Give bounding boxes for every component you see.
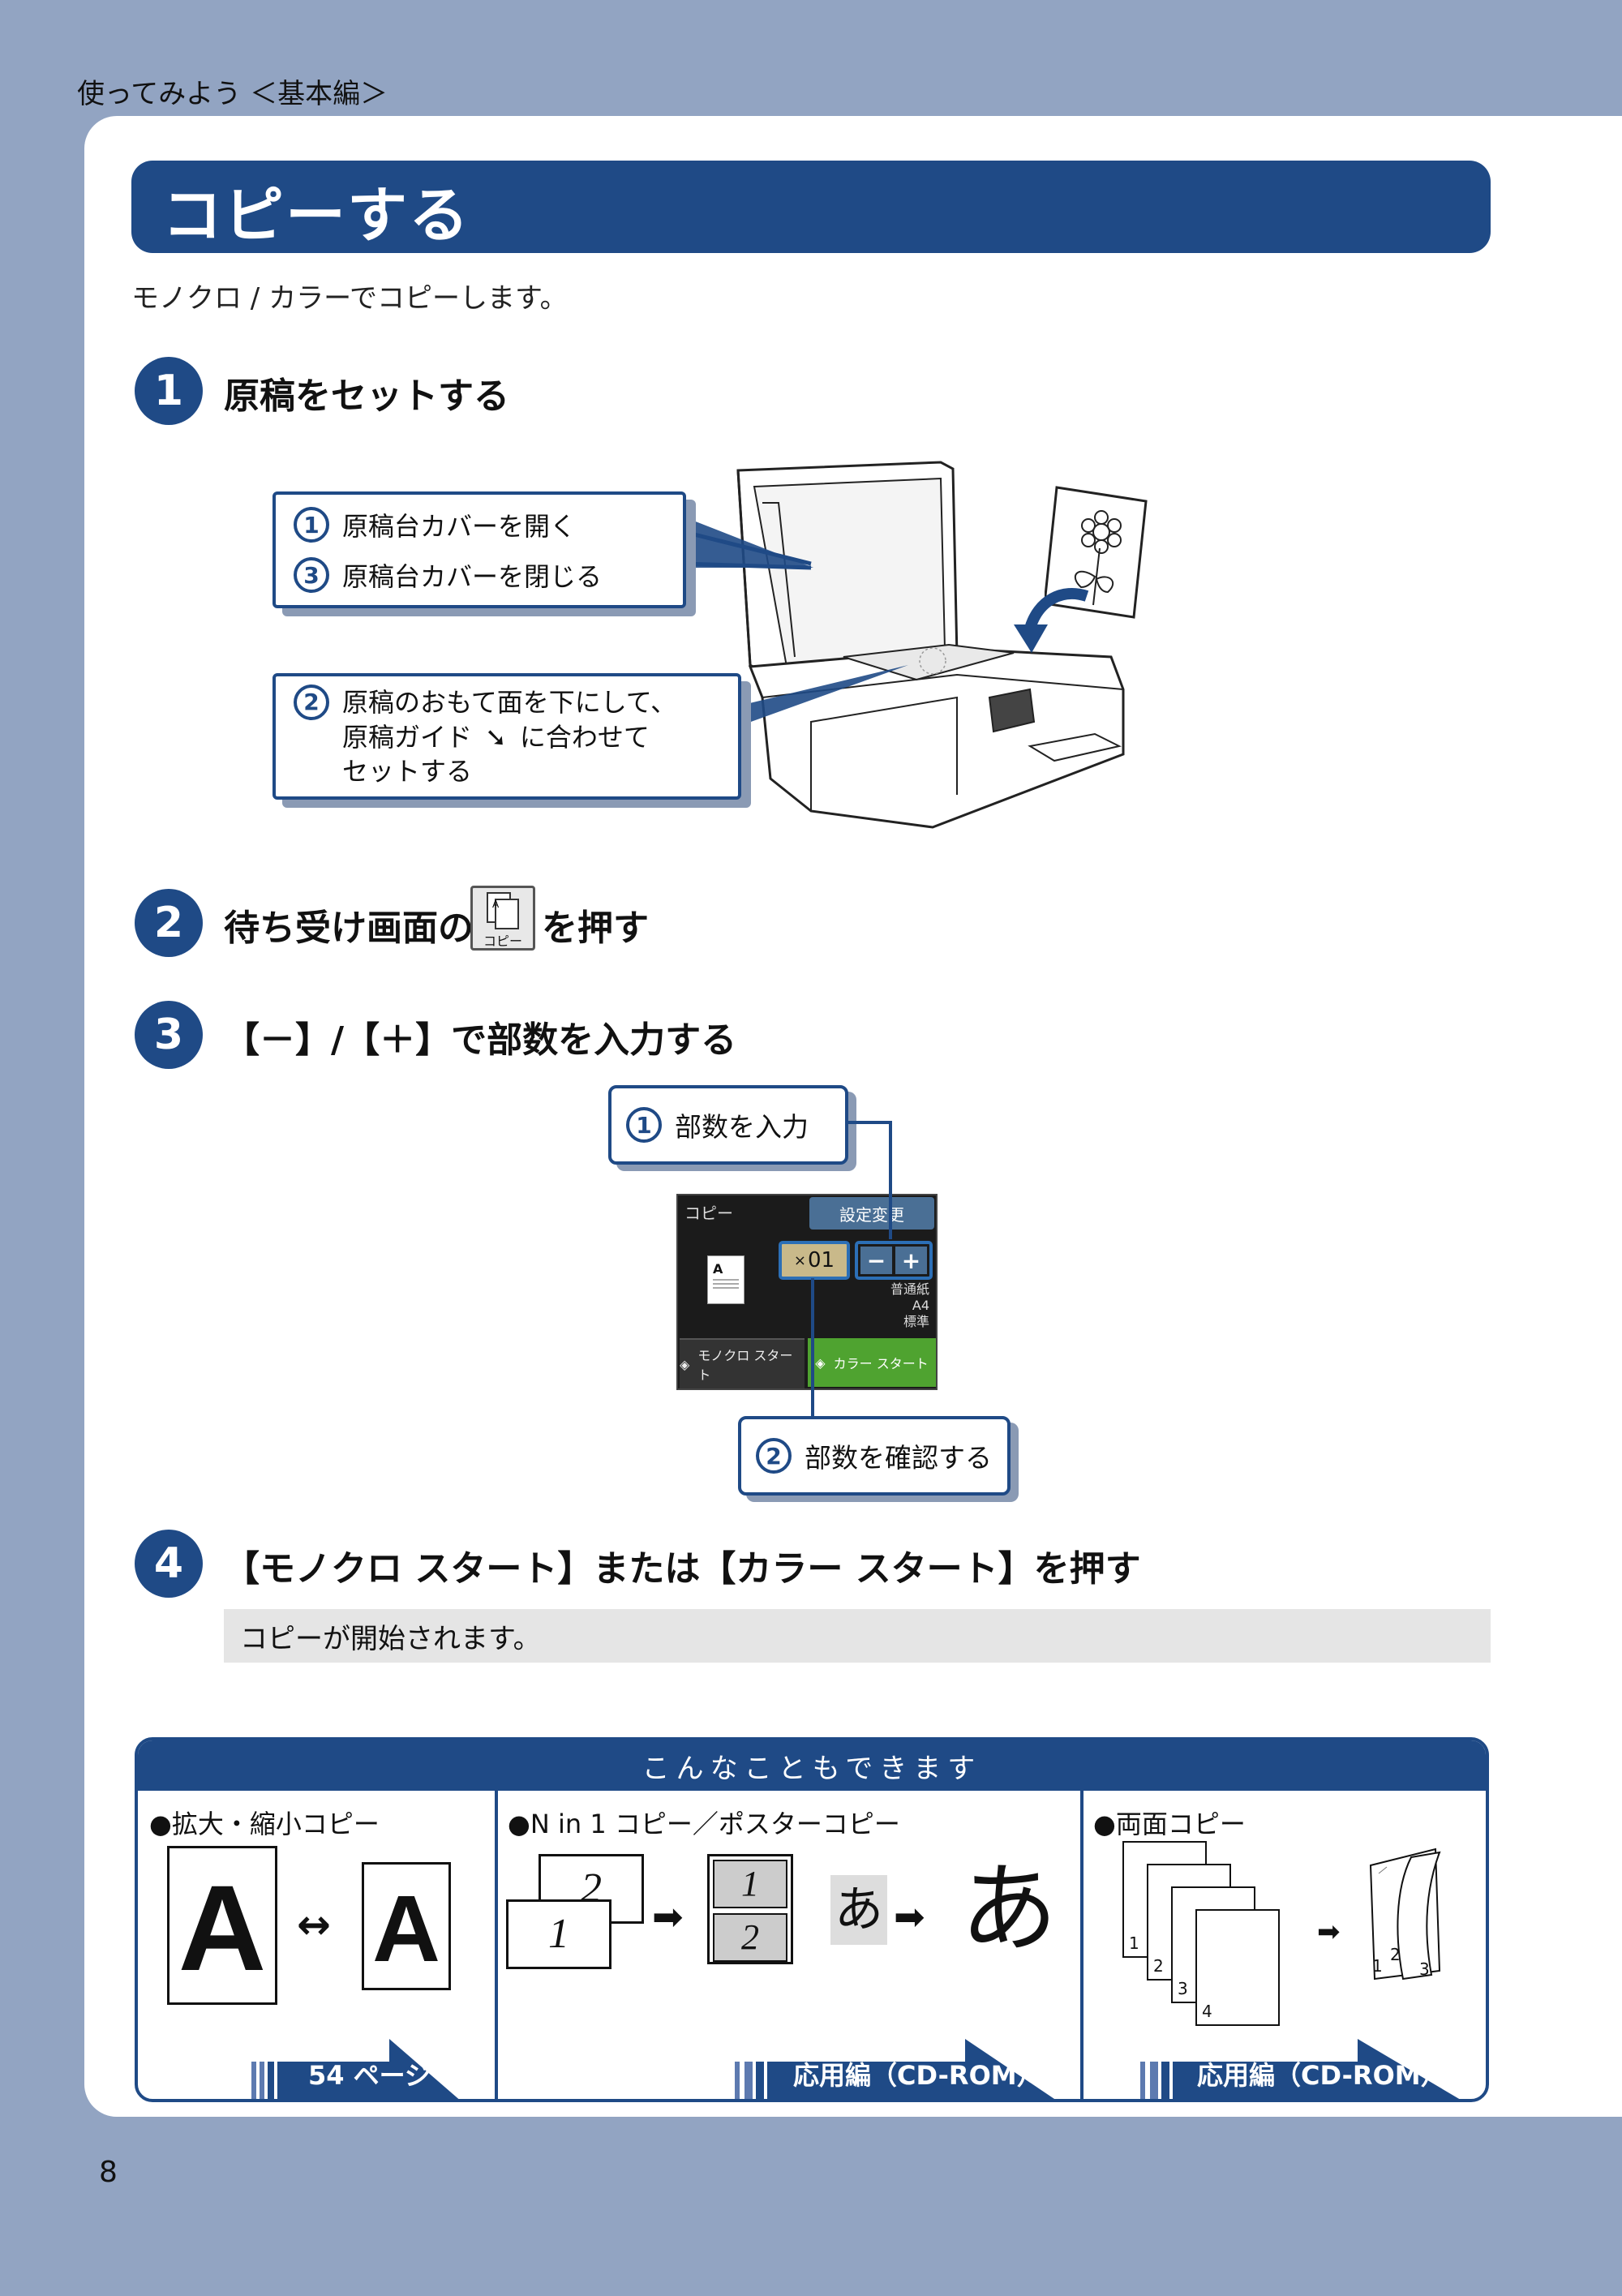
copy-icon-label: コピー xyxy=(483,933,522,949)
col-duplex-title: ●両面コピー xyxy=(1093,1809,1246,1839)
small-letter: A xyxy=(362,1862,451,1990)
title-bar xyxy=(131,161,1491,253)
copy-button-icon[interactable]: A コピー xyxy=(470,886,535,951)
callout-num: 1 xyxy=(294,507,329,543)
divider xyxy=(1080,1791,1083,2099)
start-diamond-icon: ◈ xyxy=(815,1354,826,1371)
poster-source-char: あ xyxy=(830,1875,887,1945)
link-tag-bg xyxy=(735,2039,1055,2099)
copy-icon: A xyxy=(487,892,519,929)
step3-leader-lines xyxy=(811,1121,892,1416)
callout-text-close-cover: 原稿台カバーを閉じる xyxy=(342,561,603,592)
mono-start-label: モノクロ スタート xyxy=(697,1348,793,1383)
duplex-page-num: 1 xyxy=(1129,1933,1139,1953)
double-arrow-icon: ↔ xyxy=(297,1901,331,1948)
link-page-54[interactable]: 54 ページ xyxy=(308,2060,431,2091)
col-enlarge-title: ●拡大・縮小コピー xyxy=(149,1809,380,1839)
callout-text-line2: 原稿ガイド xyxy=(342,722,473,753)
color-start-label: カラー スタート xyxy=(833,1356,929,1371)
svg-text:A: A xyxy=(492,899,500,910)
duplex-result-num: 1 xyxy=(1372,1956,1383,1976)
right-arrow-icon: ➡ xyxy=(894,1895,925,1938)
callout-num: 1 xyxy=(626,1107,662,1143)
callout-num: 2 xyxy=(294,685,329,720)
step-1-badge: 1 xyxy=(135,357,203,425)
callout-text-open-cover: 原稿台カバーを開く xyxy=(342,511,577,542)
copy-count: 01 xyxy=(808,1248,835,1272)
callout-text-confirm-copies: 部数を確認する xyxy=(805,1442,992,1474)
place-arrow-icon xyxy=(1014,587,1089,653)
step-2-title-before: 待ち受け画面の xyxy=(224,908,474,949)
minus-button[interactable]: − xyxy=(860,1247,892,1274)
callout-num: 3 xyxy=(294,557,329,593)
callout-num: 2 xyxy=(756,1438,792,1474)
screen-title: コピー xyxy=(684,1204,733,1223)
duplex-page-num: 2 xyxy=(1153,1956,1164,1976)
copy-quality: 標準 xyxy=(903,1314,929,1329)
color-start-button[interactable]: ◈ カラー スタート xyxy=(808,1338,936,1387)
col-nin1-title: ●N in 1 コピー／ポスターコピー xyxy=(508,1809,900,1839)
step-3-title: 【－】/【＋】で部数を入力する xyxy=(224,1019,737,1061)
step-2-badge: 2 xyxy=(135,889,203,957)
paper-type: 普通紙 xyxy=(890,1281,929,1297)
step-2-title-after: を押す xyxy=(542,908,649,949)
callout-enter-copies: 1 部数を入力 xyxy=(608,1085,848,1165)
callout-place-document: 2 原稿のおもて面を下にして、 原稿ガイド ➘ に合わせて セットする xyxy=(272,673,741,800)
duplex-page-num: 3 xyxy=(1178,1979,1188,1998)
plus-button[interactable]: + xyxy=(895,1247,927,1274)
page-number: 8 xyxy=(99,2156,118,2189)
settings-button[interactable]: 設定変更 xyxy=(809,1197,934,1230)
duplex-page: 4 xyxy=(1195,1909,1280,2026)
large-letter: A xyxy=(167,1846,277,2005)
link-tag-bg xyxy=(1140,2039,1460,2099)
step-4-title: 【モノクロ スタート】または【カラー スタート】を押す xyxy=(224,1548,1141,1590)
section-header: 使ってみよう ＜基本編＞ xyxy=(77,78,388,110)
callout-text-enter-copies: 部数を入力 xyxy=(675,1111,809,1143)
poster-char: あ xyxy=(960,1854,1058,1966)
callout-text-line2-after: に合わせて xyxy=(519,722,650,753)
right-arrow-icon: ➡ xyxy=(1317,1916,1341,1948)
link-cd-rom-nin1[interactable]: 応用編（CD-ROM） xyxy=(793,2060,1043,2091)
intro-text: モノクロ / カラーでコピーします。 xyxy=(131,282,568,315)
original-document-illustration xyxy=(1045,486,1148,619)
nin1-result: 1 2 xyxy=(707,1854,793,1964)
printer-illustration xyxy=(736,461,1125,829)
paper-settings: 普通紙 A4 標準 xyxy=(890,1281,929,1330)
document-guide-icon: ➘ xyxy=(485,722,507,753)
callout-text-line1: 原稿のおもて面を下にして、 xyxy=(342,687,677,718)
step-3-badge: 3 xyxy=(135,1001,203,1069)
paper-size: A4 xyxy=(912,1298,929,1313)
divider xyxy=(495,1791,498,2099)
callout-cover: 1 原稿台カバーを開く 3 原稿台カバーを閉じる xyxy=(272,491,686,608)
right-arrow-icon: ➡ xyxy=(652,1895,684,1938)
document-preview-icon: A xyxy=(707,1255,744,1304)
callout-text-line3: セットする xyxy=(342,756,473,787)
mono-start-button[interactable]: ◈ モノクロ スタート xyxy=(680,1338,805,1388)
poster-result: あ xyxy=(957,1854,1061,1966)
extras-heading: こんなこともできます xyxy=(138,1740,1486,1791)
page-title: コピーする xyxy=(162,181,470,251)
start-diamond-icon: ◈ xyxy=(680,1356,690,1372)
step-4-badge: 4 xyxy=(135,1530,203,1598)
callout-confirm-copies: 2 部数を確認する xyxy=(738,1416,1011,1496)
step-1-title: 原稿をセットする xyxy=(224,376,509,417)
duplex-result-illustration xyxy=(1369,1848,1441,1981)
nin1-cell-1: 1 xyxy=(713,1860,787,1908)
duplex-page-num: 4 xyxy=(1202,2002,1212,2021)
link-tag-bg xyxy=(251,2039,459,2099)
count-stepper: − + xyxy=(855,1241,933,1280)
step-4-note: コピーが開始されます。 xyxy=(224,1609,1491,1663)
touchscreen: コピー 設定変更 A × 01 − + 普通紙 A4 標準 ◈ モノクロ スター… xyxy=(676,1194,938,1390)
nin1-cell-2: 2 xyxy=(713,1913,787,1962)
preview-letter: A xyxy=(713,1261,723,1277)
step1-leader-lines xyxy=(680,519,908,726)
count-prefix: × xyxy=(793,1251,806,1269)
page-1-sheet: 1 xyxy=(506,1899,611,1969)
duplex-result-num: 2 xyxy=(1390,1945,1401,1964)
link-cd-rom-duplex[interactable]: 応用編（CD-ROM） xyxy=(1197,2060,1447,2091)
duplex-result-num: 3 xyxy=(1419,1959,1430,1979)
copy-count-display: × 01 xyxy=(779,1241,850,1280)
extras-box: こんなこともできます ●拡大・縮小コピー A ↔ A 54 ページ ●N in … xyxy=(135,1737,1489,2102)
